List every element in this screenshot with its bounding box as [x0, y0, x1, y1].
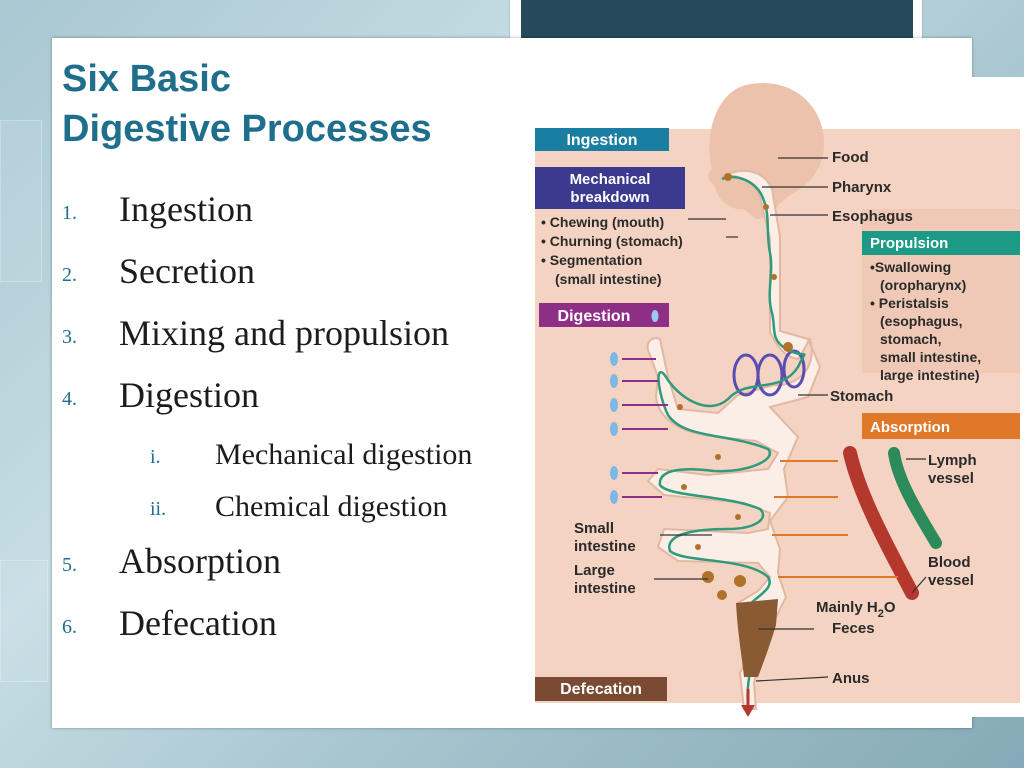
ingestion-box [535, 128, 669, 151]
list-label: Mixing and propulsion [119, 313, 449, 353]
list-label: Absorption [119, 541, 281, 581]
defecation-arrowhead [741, 705, 755, 717]
slide-title-line-2: Digestive Processes [62, 108, 432, 150]
food-label: Food [832, 149, 869, 166]
defecation-box [535, 677, 667, 701]
enzyme-arrows [622, 358, 668, 498]
propulsion-item: •Swallowing [870, 259, 951, 275]
digestive-system-diagram: Ingestion Mechanical breakdown • Chewing… [535, 82, 1020, 717]
propulsion-label: Propulsion [870, 235, 948, 252]
head-silhouette [708, 82, 825, 219]
small-intestine-label-line-1: Small [574, 520, 614, 537]
stomach-churning-icon [756, 353, 784, 397]
blood-vessel-label-line-1: Blood [928, 554, 971, 571]
slide-title-line-1: Six Basic [62, 58, 231, 100]
food-particles [677, 173, 793, 600]
lymph-vessel-label-line-2: vessel [928, 470, 974, 487]
propulsion-box [862, 231, 1020, 255]
mechanical-item: • Segmentation [541, 252, 642, 268]
large-intestine-label-line-1: Large [574, 562, 615, 579]
mainly-water-label: Mainly H2O [816, 599, 896, 620]
digestion-label: Digestion [558, 308, 631, 325]
smooth-muscle-line [657, 175, 806, 708]
anus-label: Anus [832, 670, 870, 687]
mechanical-label-line-1: Mechanical [570, 171, 651, 188]
list-number: 1. [62, 202, 77, 224]
list-label: Secretion [119, 251, 255, 291]
feces-blob [736, 599, 778, 677]
sub-list-number: i. [150, 446, 161, 468]
droplet-icon [651, 310, 659, 322]
background-tile [0, 120, 42, 282]
sub-list-label: Mechanical digestion [215, 438, 473, 471]
blood-vessel-label-line-2: vessel [928, 572, 974, 589]
sub-list-label: Chemical digestion [215, 490, 448, 523]
mainly-h-text: Mainly H [816, 599, 878, 616]
mechanical-breakdown-box [535, 167, 685, 209]
list-number: 3. [62, 326, 77, 348]
ingestion-label: Ingestion [566, 132, 637, 149]
propulsion-item: • Peristalsis [870, 295, 949, 311]
list-label: Defecation [119, 603, 277, 643]
small-intestine-label-line-2: intestine [574, 538, 636, 555]
list-number: 4. [62, 388, 77, 410]
list-number: 2. [62, 264, 77, 286]
propulsion-item: small intestine, [880, 349, 981, 365]
absorption-box [862, 413, 1020, 439]
mechanical-item: • Chewing (mouth) [541, 214, 664, 230]
leader-lines [654, 157, 927, 682]
mechanical-label-line-2: breakdown [570, 189, 649, 206]
large-intestine-label-line-2: intestine [574, 580, 636, 597]
propulsion-item: stomach, [880, 331, 941, 347]
stomach-churning-icon [782, 349, 806, 389]
pharynx-label: Pharynx [832, 179, 892, 196]
propulsion-item: (oropharynx) [880, 277, 966, 293]
h2o-o-text: O [884, 599, 896, 616]
absorption-arrows [772, 460, 898, 578]
digestion-box [539, 303, 669, 327]
slide-title: Six Basic Digestive Processes [62, 54, 432, 154]
enzyme-droplets [610, 352, 618, 504]
blood-vessel [843, 446, 919, 600]
mechanical-item: • Churning (stomach) [541, 233, 683, 249]
lymph-vessel-label-line-1: Lymph [928, 452, 977, 469]
lymph-vessel [888, 447, 942, 549]
sub-list-number: ii. [150, 498, 167, 520]
absorption-label: Absorption [870, 419, 950, 436]
list-number: 6. [62, 616, 77, 638]
stomach-label: Stomach [830, 388, 893, 405]
list-label: Digestion [119, 375, 259, 415]
esophagus-label: Esophagus [832, 208, 913, 225]
feces-label: Feces [832, 620, 875, 637]
list-label: Ingestion [119, 189, 253, 229]
digestive-system-figure: Ingestion Mechanical breakdown • Chewing… [508, 77, 1024, 717]
background-tile [0, 560, 48, 682]
mechanical-item: (small intestine) [555, 271, 662, 287]
propulsion-item: (esophagus, [880, 313, 962, 329]
list-number: 5. [62, 554, 77, 576]
defecation-label: Defecation [560, 681, 642, 698]
propulsion-item: large intestine) [880, 367, 980, 383]
h2o-subscript: 2 [878, 608, 884, 620]
